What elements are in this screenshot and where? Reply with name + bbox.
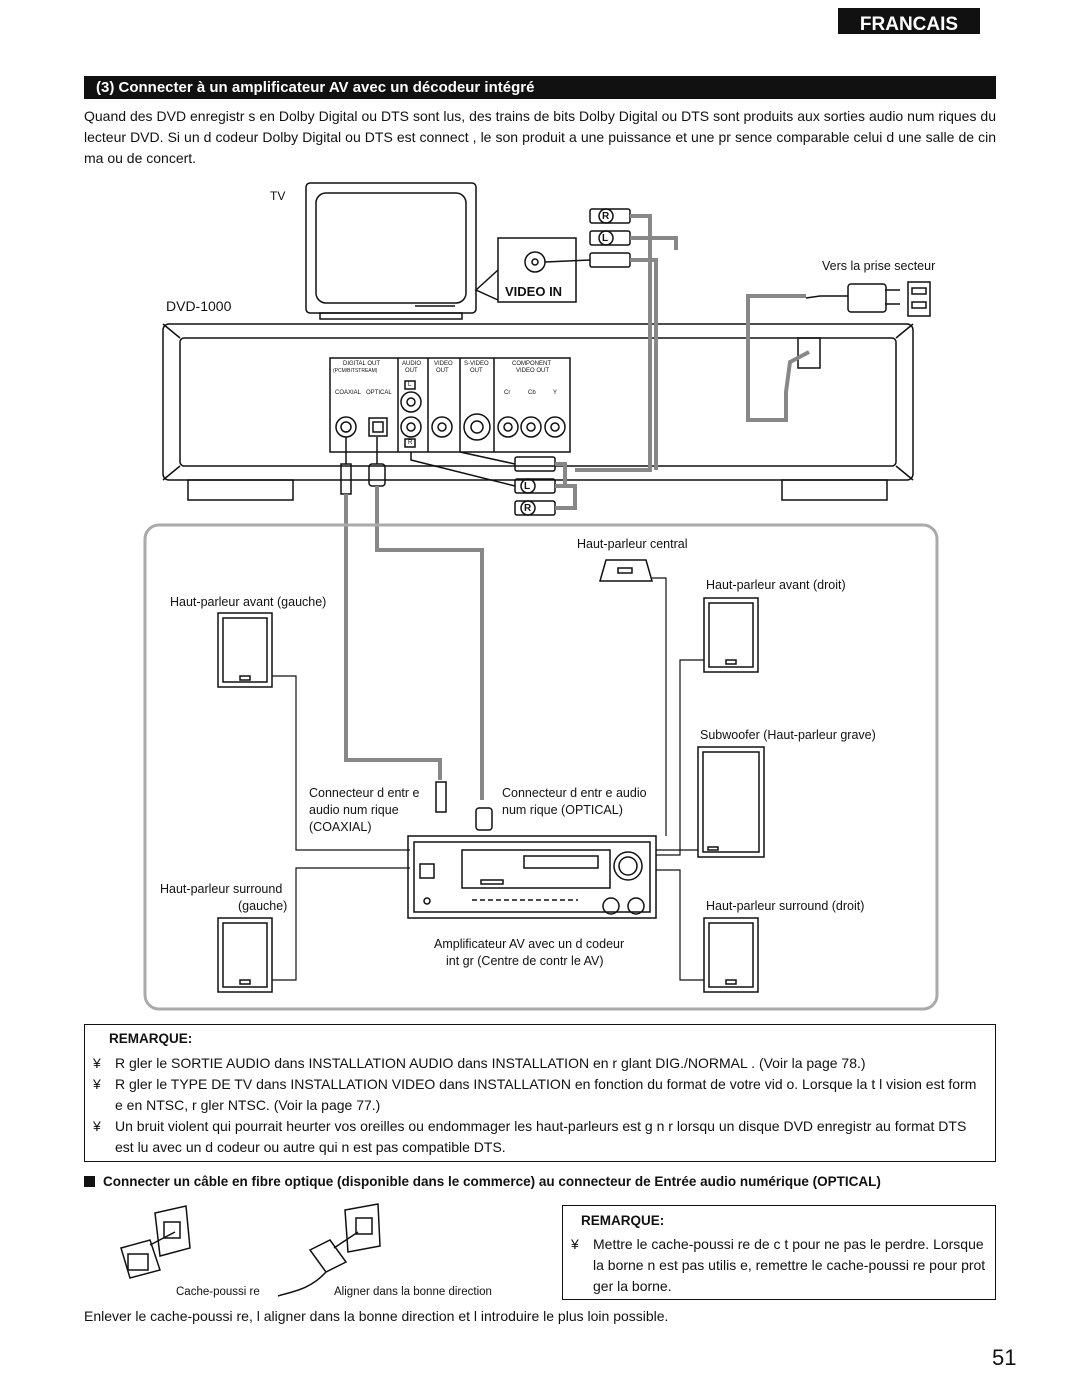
tv-plug-l: L xyxy=(602,233,609,244)
amplifier-illustration xyxy=(407,835,657,919)
tv-illustration xyxy=(305,182,477,320)
panel-video-out-1: VIDEO xyxy=(434,361,453,367)
optical-input-label-1: Connecteur d entr e audio xyxy=(502,786,647,800)
panel-component-1: COMPONENT xyxy=(512,361,551,367)
section-title: (3) Connecter à un amplificateur AV avec… xyxy=(84,76,996,99)
player-plug-r: R xyxy=(524,503,532,514)
remarque-list: ¥ R gler le SORTIE AUDIO dans INSTALLATIO… xyxy=(93,1053,985,1158)
subwoofer-label: Subwoofer (Haut-parleur grave) xyxy=(700,728,876,742)
remarque-item: ¥ R gler le SORTIE AUDIO dans INSTALLATIO… xyxy=(93,1053,985,1074)
power-plug xyxy=(746,281,931,422)
page-number: 51 xyxy=(992,1345,1017,1370)
panel-r: R xyxy=(408,440,413,446)
panel-y: Y xyxy=(553,390,558,396)
panel-digital-out: DIGITAL OUT xyxy=(343,361,381,367)
panel-optical: OPTICAL xyxy=(366,390,392,396)
panel-pcm-bitstream: (PCM/BITSTREAM) xyxy=(333,368,378,374)
remarque-item-text: R gler le SORTIE AUDIO dans INSTALLATION… xyxy=(115,1055,866,1071)
panel-video-out-2: OUT xyxy=(436,368,449,374)
surround-left-label-1: Haut-parleur surround xyxy=(160,882,283,896)
tv-label: TV xyxy=(270,189,286,203)
remarque2-box: REMARQUE: ¥ Mettre le cache-poussi re de … xyxy=(562,1205,996,1300)
align-label: Aligner dans la bonne direction xyxy=(334,1286,492,1298)
digital-cables xyxy=(340,437,493,831)
tv-plug-r: R xyxy=(602,211,610,222)
optical-heading-text: Connecter un câble en fibre optique (dis… xyxy=(103,1174,881,1189)
speaker-front-right-label: Haut-parleur avant (droit) xyxy=(706,578,846,592)
amplifier-label-1: Amplificateur AV avec un d codeur xyxy=(434,937,625,951)
panel-coaxial: COAXIAL xyxy=(335,390,362,396)
remarque-title: REMARQUE: xyxy=(109,1031,193,1046)
panel-svideo-out-2: OUT xyxy=(470,368,483,374)
coax-input-label-1: Connecteur d entr e xyxy=(309,786,420,800)
bullet: ¥ xyxy=(93,1118,101,1134)
optical-heading: Connecter un câble en fibre optique (dis… xyxy=(84,1173,996,1191)
panel-svideo-out-1: S-VIDEO xyxy=(464,361,489,367)
coax-input-label-3: (COAXIAL) xyxy=(309,820,372,834)
panel-cb: Cb xyxy=(528,390,536,396)
panel-cr: Cr xyxy=(504,390,511,396)
rca-plugs-tv xyxy=(544,208,678,472)
mains-label: Vers la prise secteur xyxy=(822,259,936,273)
coax-input-label-2: audio num rique xyxy=(309,803,399,817)
remarque2-title: REMARQUE: xyxy=(581,1213,665,1228)
remarque-item: ¥ Un bruit violent qui pourrait heurter v… xyxy=(93,1116,985,1158)
player-plug-l: L xyxy=(524,481,531,492)
panel-component-2: VIDEO OUT xyxy=(516,368,550,374)
footer-text: Enlever le cache-poussi re, l aligner da… xyxy=(84,1308,669,1324)
intro-paragraph: Quand des DVD enregistr s en Dolby Digit… xyxy=(84,108,996,166)
language-tab: FRANCAIS xyxy=(838,8,980,35)
square-bullet-icon xyxy=(84,1176,95,1187)
remarque-item: ¥ R gler le TYPE DE TV dans INSTALLATION … xyxy=(93,1074,985,1116)
video-in-jack xyxy=(474,237,577,303)
optical-illustration xyxy=(120,1203,381,1297)
speakers xyxy=(217,559,765,993)
surround-right-label: Haut-parleur surround (droit) xyxy=(706,899,865,913)
speaker-front-left-label: Haut-parleur avant (gauche) xyxy=(170,595,327,609)
panel-l: L xyxy=(408,382,412,388)
bullet: ¥ xyxy=(571,1236,579,1252)
optical-input-label-2: num rique (OPTICAL) xyxy=(502,803,623,817)
player-label: DVD-1000 xyxy=(166,298,232,314)
video-in-label: VIDEO IN xyxy=(505,284,563,299)
bullet: ¥ xyxy=(93,1076,101,1092)
remarque2-text: Mettre le cache-poussi re de c t pour ne… xyxy=(593,1236,986,1294)
surround-left-label-2: (gauche) xyxy=(238,899,288,913)
rca-plugs-player xyxy=(410,451,577,516)
panel-audio-out-1: AUDIO xyxy=(402,361,422,367)
speaker-center-label: Haut-parleur central xyxy=(577,537,688,551)
remarque-item-text: Un bruit violent qui pourrait heurter vo… xyxy=(115,1118,967,1155)
dvd-player-illustration xyxy=(162,323,914,501)
remarque-box: REMARQUE: ¥ R gler le SORTIE AUDIO dans I… xyxy=(84,1024,996,1162)
remarque2-item: ¥ Mettre le cache-poussi re de c t pour n… xyxy=(571,1234,989,1297)
remarque-item-text: R gler le TYPE DE TV dans INSTALLATION V… xyxy=(115,1076,977,1113)
bullet: ¥ xyxy=(93,1055,101,1071)
remarque2-item-row: ¥ Mettre le cache-poussi re de c t pour n… xyxy=(571,1234,989,1297)
panel-audio-out-2: OUT xyxy=(405,368,418,374)
cap-label: Cache-poussi re xyxy=(176,1286,260,1298)
amplifier-label-2: int gr (Centre de contr le AV) xyxy=(446,954,604,968)
